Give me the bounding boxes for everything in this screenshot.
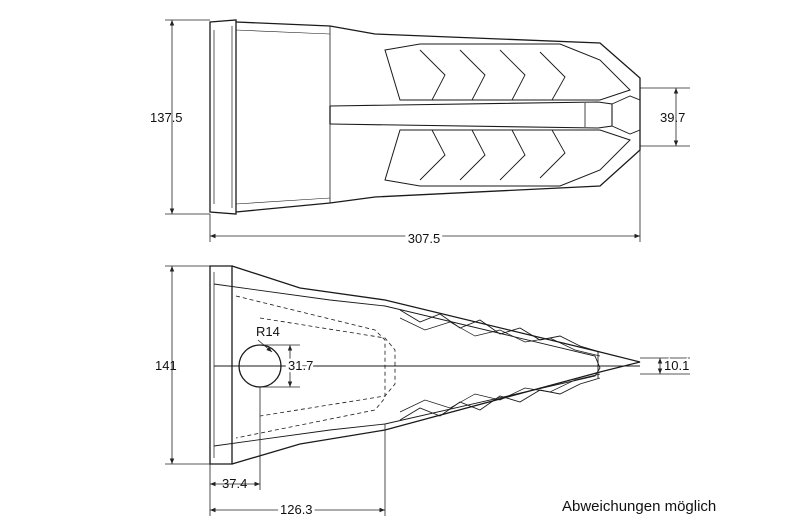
- top-body-outline: [235, 21, 641, 213]
- dim-line-radius: [257, 339, 273, 353]
- label-pin-offset: 126.3: [280, 502, 313, 517]
- label-tip-top: 39.7: [660, 110, 685, 125]
- bottom-lower-ribs: [399, 377, 601, 421]
- top-rear-flange: [209, 19, 237, 215]
- bottom-dimensions: [165, 265, 690, 516]
- label-height-top: 137.5: [150, 110, 183, 125]
- bottom-rear-flange: [209, 265, 233, 465]
- label-tip-bottom: 10.1: [664, 358, 689, 373]
- label-height-bottom: 141: [155, 358, 177, 373]
- label-length: 307.5: [408, 231, 441, 246]
- deviation-note: Abweichungen möglich: [562, 498, 717, 515]
- bottom-view: [209, 265, 641, 465]
- bottom-inner-pocket: [213, 283, 601, 447]
- top-lower-pocket: [384, 129, 631, 187]
- label-radius: R14: [256, 324, 280, 339]
- top-dimensions: [165, 19, 690, 242]
- top-upper-pocket: [384, 43, 631, 101]
- top-view: [209, 19, 641, 215]
- top-centre-rib: [329, 101, 613, 129]
- label-hole: 31.7: [288, 358, 313, 373]
- bottom-body-outline: [231, 265, 641, 465]
- bottom-upper-ribs: [399, 309, 601, 353]
- label-hole-offset: 37.4: [222, 476, 247, 491]
